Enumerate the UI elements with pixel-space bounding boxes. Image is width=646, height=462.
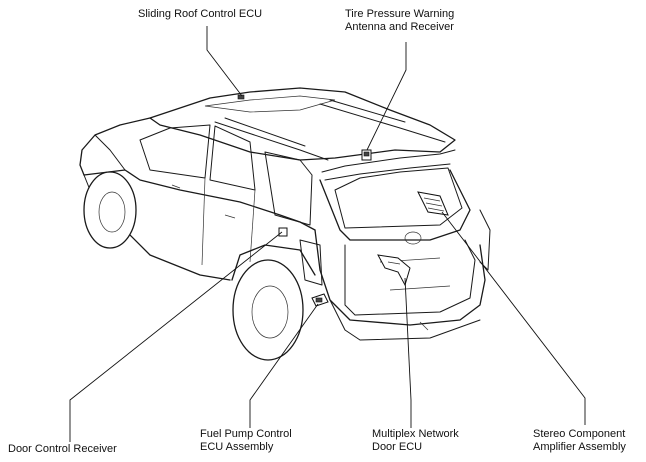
stereo-amplifier-marker — [417, 191, 449, 216]
label-stereo-line1: Stereo Component — [533, 428, 626, 440]
label-fuel-pump-control-ecu: Fuel Pump Control ECU Assembly — [200, 428, 292, 454]
sliding-roof-ecu-marker — [237, 94, 245, 100]
label-tire-pressure-antenna: Tire Pressure Warning Antenna and Receiv… — [345, 8, 454, 34]
label-stereo-line2: Amplifier Assembly — [533, 441, 626, 453]
leader-fuel-pump — [249, 303, 319, 428]
rear-wheel — [232, 259, 304, 361]
door-control-receiver-marker — [278, 227, 288, 237]
label-multiplex-network-door-ecu: Multiplex Network Door ECU — [372, 428, 459, 454]
suv-illustration — [79, 87, 491, 341]
leader-sliding-roof — [206, 26, 243, 97]
label-tire-pressure-line1: Tire Pressure Warning — [345, 8, 455, 20]
leader-tire-pressure — [366, 42, 407, 151]
label-fuel-pump-line2: ECU Assembly — [200, 441, 274, 453]
label-sliding-roof-control-ecu: Sliding Roof Control ECU — [138, 8, 262, 21]
label-door-control-text: Door Control Receiver — [8, 443, 117, 455]
front-wheel — [83, 171, 137, 249]
fuel-pump-ecu-marker — [311, 293, 329, 307]
leader-door-control — [69, 231, 283, 442]
label-multiplex-line1: Multiplex Network — [372, 428, 459, 440]
label-multiplex-line2: Door ECU — [372, 441, 423, 453]
leader-stereo — [441, 211, 586, 425]
label-door-control-receiver: Door Control Receiver — [8, 443, 117, 456]
label-stereo-component-amplifier: Stereo Component Amplifier Assembly — [533, 428, 626, 454]
tire-pressure-receiver-marker — [361, 149, 372, 161]
label-sliding-roof-text: Sliding Roof Control ECU — [138, 8, 263, 20]
label-fuel-pump-line1: Fuel Pump Control — [200, 428, 292, 440]
label-tire-pressure-line2: Antenna and Receiver — [345, 21, 454, 33]
leader-multiplex — [404, 277, 412, 428]
